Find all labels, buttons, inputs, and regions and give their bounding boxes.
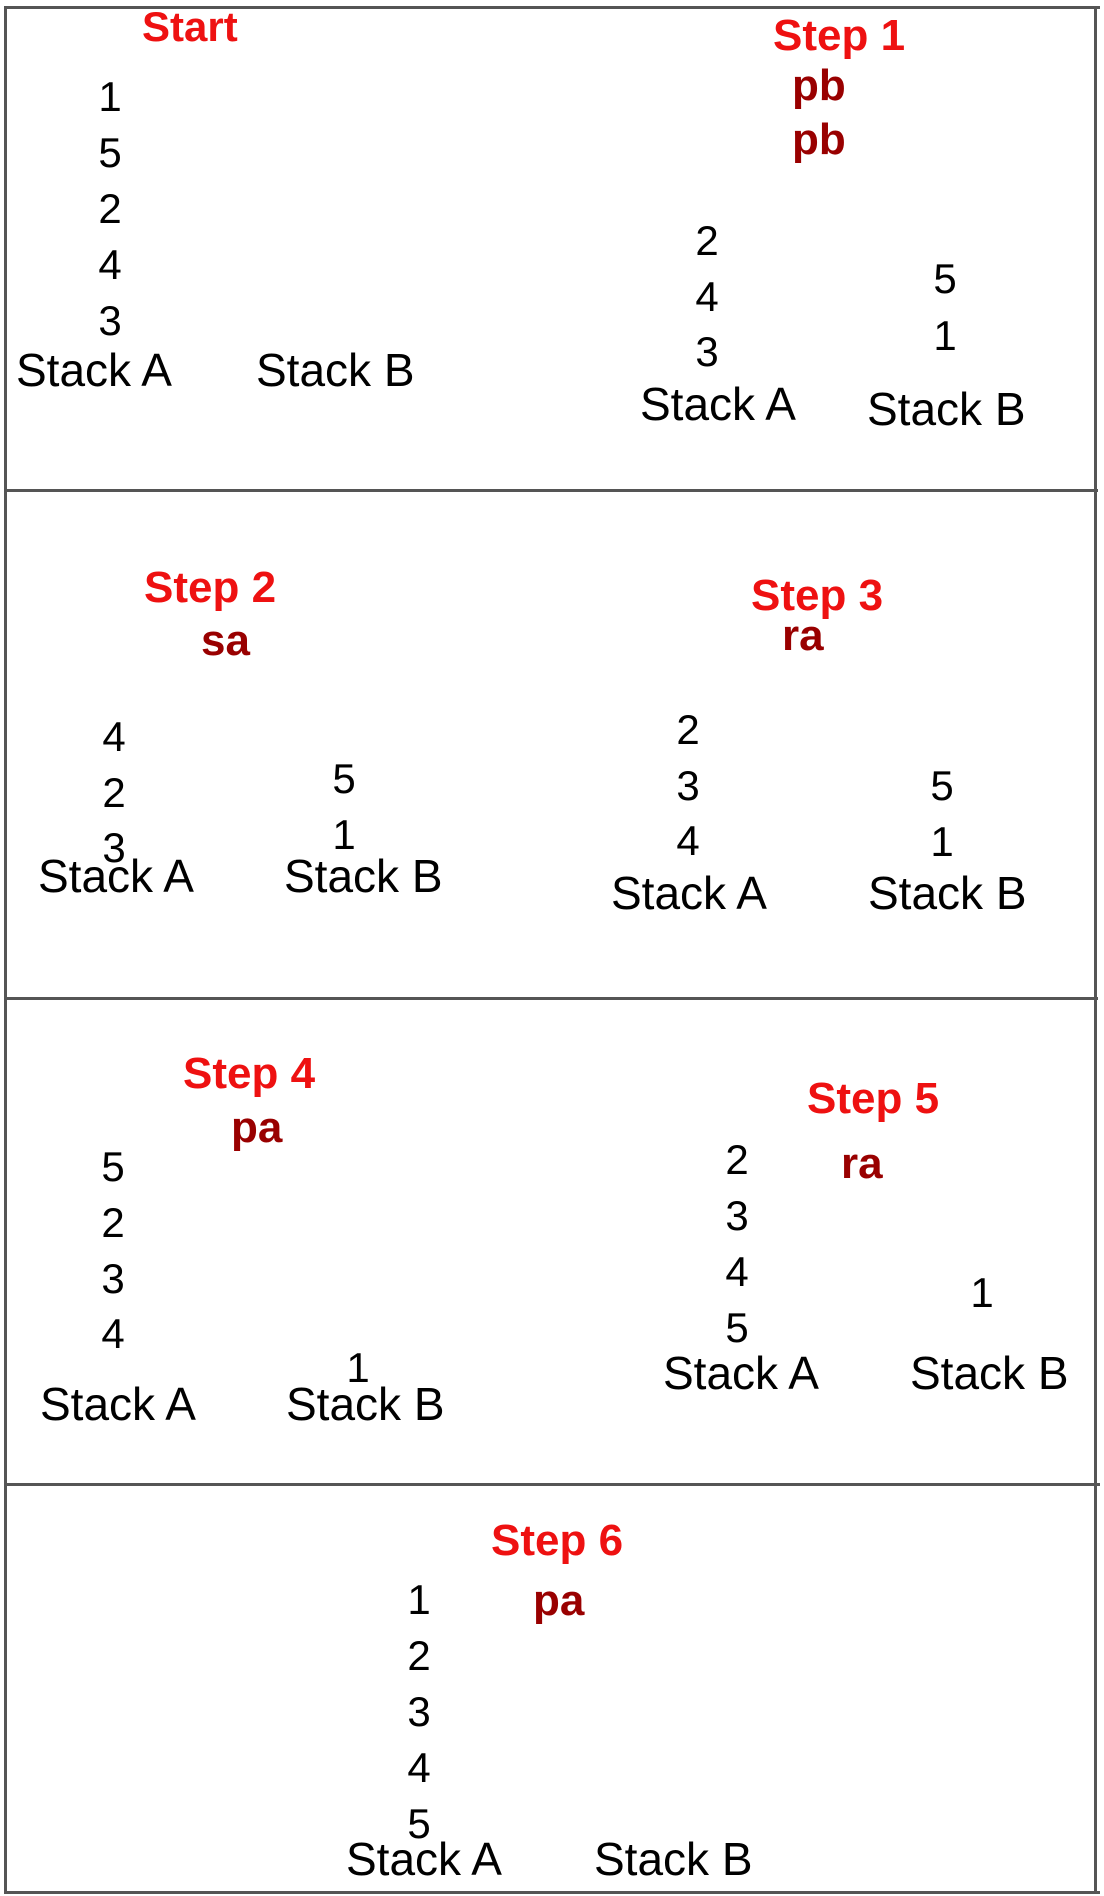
stack-b-label: Stack B — [286, 1378, 445, 1430]
stack-b-label: Stack B — [594, 1833, 753, 1885]
stack-b-item: 1 — [332, 811, 356, 858]
stack-b-item: 1 — [930, 818, 954, 865]
step-title: Step 1 — [773, 11, 906, 60]
stack-b-item: 5 — [930, 762, 954, 809]
divider-2 — [6, 997, 1098, 1000]
stack-b-label: Stack B — [867, 383, 1026, 435]
step-title: Start — [142, 3, 238, 50]
stack-a-label: Stack A — [640, 378, 796, 430]
left-border — [4, 6, 7, 1894]
stack-a-item: 3 — [98, 297, 122, 344]
stack-b-item: 1 — [970, 1269, 994, 1316]
stack-a-label: Stack A — [611, 867, 767, 919]
divider-1 — [4, 489, 1098, 492]
stack-a-label: Stack A — [40, 1378, 196, 1430]
stack-a-item: 2 — [101, 1199, 125, 1246]
stack-a-label: Stack A — [663, 1347, 819, 1399]
operation-label: pa — [231, 1103, 283, 1152]
stack-a-item: 4 — [407, 1744, 431, 1791]
stack-a-label: Stack A — [38, 850, 194, 902]
step-title: Step 6 — [491, 1516, 624, 1565]
operation-label: pb — [792, 115, 846, 164]
step-title: Step 2 — [144, 563, 277, 612]
stack-a-item: 1 — [98, 73, 122, 120]
stack-a-item: 5 — [101, 1143, 125, 1190]
stack-a-item: 4 — [98, 241, 122, 288]
stack-a-item: 5 — [407, 1800, 431, 1847]
divider-3 — [6, 1483, 1100, 1486]
stack-a-item: 2 — [102, 769, 126, 816]
operation-label: pb — [792, 61, 846, 110]
right-border — [1094, 6, 1097, 1894]
step-title: Step 3 — [751, 571, 884, 620]
stack-a-item: 3 — [102, 824, 126, 871]
stack-a-item: 2 — [695, 217, 719, 264]
stack-a-item: 5 — [725, 1304, 749, 1351]
stack-a-item: 2 — [407, 1632, 431, 1679]
stack-a-item: 3 — [101, 1255, 125, 1302]
operation-label: pa — [533, 1576, 585, 1625]
stack-a-item: 2 — [98, 185, 122, 232]
step-title: Step 4 — [183, 1049, 316, 1098]
stack-b-item: 1 — [346, 1344, 370, 1391]
stack-a-item: 4 — [102, 713, 126, 760]
operation-label: sa — [201, 616, 250, 665]
stack-a-label: Stack A — [346, 1833, 502, 1885]
step-title: Step 5 — [807, 1074, 940, 1123]
operation-label: ra — [782, 611, 824, 660]
stack-b-label: Stack B — [256, 344, 415, 396]
bottom-border — [6, 1891, 1100, 1894]
top-border — [4, 6, 1100, 9]
stack-b-item: 5 — [332, 755, 356, 802]
stack-a-item: 2 — [725, 1136, 749, 1183]
stack-a-item: 3 — [725, 1192, 749, 1239]
stack-b-item: 1 — [933, 312, 957, 359]
stack-b-item: 5 — [933, 255, 957, 302]
stack-a-item: 1 — [407, 1576, 431, 1623]
stack-a-item: 5 — [98, 129, 122, 176]
stack-b-label: Stack B — [868, 867, 1027, 919]
stack-a-item: 3 — [676, 762, 700, 809]
stack-a-item: 4 — [676, 817, 700, 864]
stack-b-label: Stack B — [284, 850, 443, 902]
stack-a-item: 4 — [725, 1248, 749, 1295]
stack-a-item: 4 — [101, 1310, 125, 1357]
stack-a-item: 3 — [695, 328, 719, 375]
operation-label: ra — [841, 1139, 883, 1188]
stack-a-item: 3 — [407, 1688, 431, 1735]
stack-b-label: Stack B — [910, 1347, 1069, 1399]
stack-a-item: 4 — [695, 273, 719, 320]
stack-a-label: Stack A — [16, 344, 172, 396]
stack-a-item: 2 — [676, 706, 700, 753]
